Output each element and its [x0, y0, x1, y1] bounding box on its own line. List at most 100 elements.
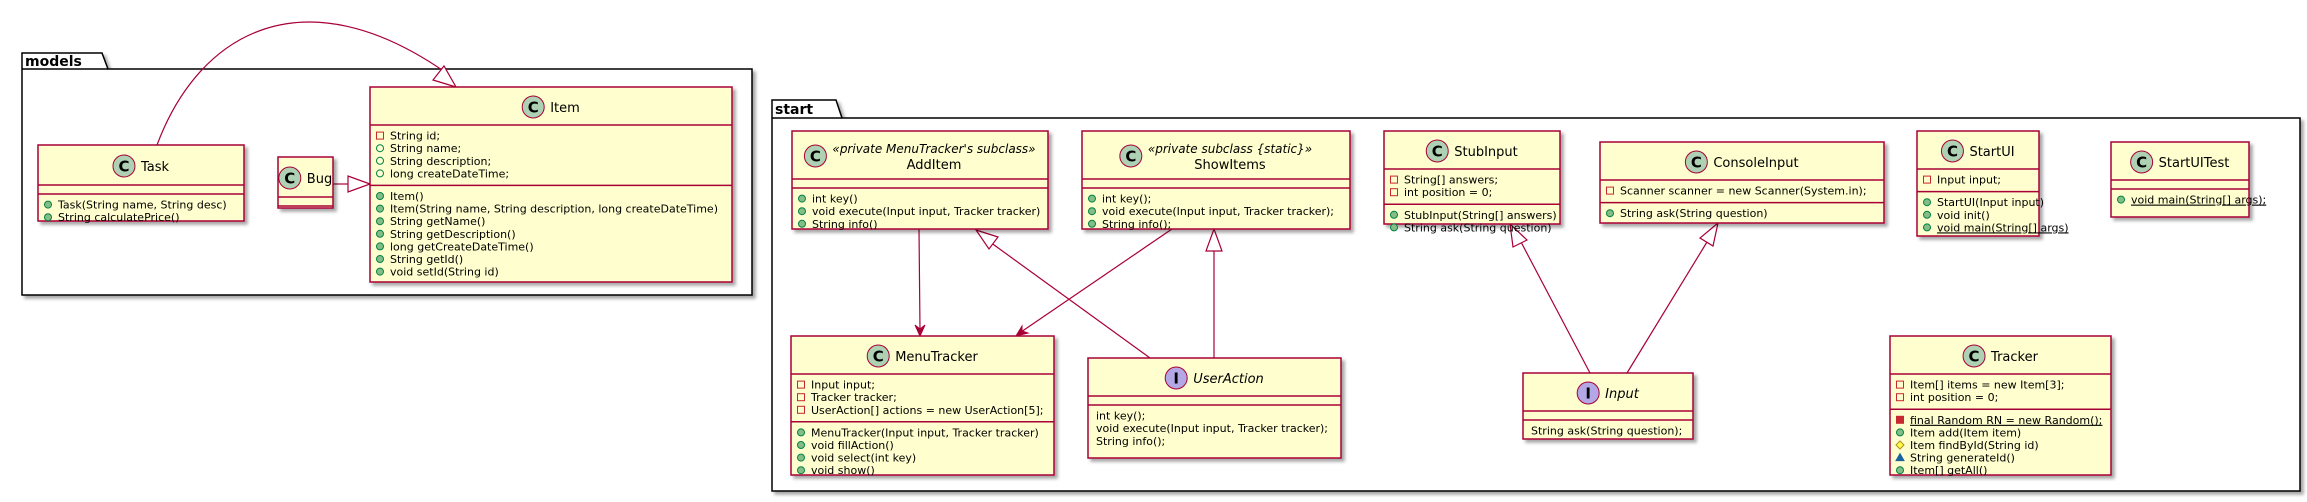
class-marker-icon: C: [1962, 344, 1986, 368]
class-method: long getCreateDateTime(): [390, 240, 534, 253]
method-visibility-icon: [797, 466, 805, 475]
package-models-label: models: [25, 54, 82, 70]
class-name-menutracker: MenuTracker: [895, 350, 978, 365]
class-field: Input input;: [1937, 174, 2001, 187]
method-visibility-icon: [1896, 466, 1904, 475]
method-visibility-icon: [376, 242, 384, 251]
class-method: void execute(Input input, Tracker tracke…: [1096, 422, 1328, 435]
class-field: Input input;: [811, 379, 875, 392]
method-visibility-icon: [1923, 198, 1931, 207]
field-visibility-icon: [1390, 188, 1398, 197]
relations: [156, 21, 1719, 374]
field-visibility-icon: [1923, 175, 1931, 184]
method-visibility-icon: [798, 207, 806, 216]
class-method: String generateId(): [1910, 452, 2015, 465]
class-name-startuitest: StartUITest: [2159, 156, 2230, 171]
class-stereotype-showitems: «private subclass {static}»: [1148, 142, 1312, 156]
field-visibility-icon: [376, 144, 384, 153]
method-visibility-icon: [1390, 210, 1398, 219]
method-visibility-icon: [1896, 415, 1904, 424]
task-extends-item-line: [156, 21, 446, 146]
class-marker-icon: C: [803, 144, 827, 168]
package-start-label: start: [775, 102, 813, 118]
class-name-bug: Bug: [307, 172, 332, 187]
class-method: Item(): [390, 190, 424, 203]
dependency-arrowhead: [914, 324, 926, 338]
class-field: Scanner scanner = new Scanner(System.in)…: [1620, 185, 1867, 198]
class-name-task: Task: [140, 160, 170, 175]
class-field: Tracker tracker;: [810, 391, 897, 404]
svg-text:C: C: [810, 148, 821, 166]
class-method: String getDescription(): [390, 228, 516, 241]
svg-text:C: C: [1432, 143, 1443, 161]
svg-text:C: C: [1691, 154, 1702, 172]
interface-marker-icon: I: [1576, 381, 1600, 405]
input-to-stubinput-line: [1520, 241, 1591, 374]
method-visibility-icon: [1088, 207, 1096, 216]
svg-text:C: C: [528, 99, 539, 117]
field-visibility-icon: [1606, 186, 1614, 195]
generalization-arrowhead: [1698, 221, 1719, 247]
class-method: Item findById(String id): [1910, 439, 2039, 452]
svg-text:I: I: [1585, 385, 1591, 403]
class-name-startui: StartUI: [1969, 145, 2014, 160]
class-name-consoleinput: ConsoleInput: [1713, 156, 1798, 171]
method-visibility-icon: [1895, 452, 1905, 462]
class-method: Item(String name, String description, lo…: [390, 203, 718, 216]
class-method: int key();: [1096, 410, 1145, 423]
generalization-arrowhead: [347, 175, 372, 193]
class-marker-icon: C: [112, 154, 136, 178]
field-visibility-icon: [376, 169, 384, 178]
method-visibility-icon: [798, 219, 806, 228]
method-visibility-icon: [44, 200, 52, 209]
class-method: int key(): [812, 193, 858, 206]
method-visibility-icon: [1088, 219, 1096, 228]
class-method: final Random RN = new Random();: [1910, 414, 2102, 427]
class-field: String name;: [390, 142, 461, 155]
generalization-arrowhead: [431, 64, 458, 89]
class-method: String calculatePrice(): [58, 211, 179, 224]
class-stereotype-additem: «private MenuTracker's subclass»: [832, 142, 1035, 156]
method-visibility-icon: [376, 229, 384, 238]
method-visibility-icon: [1923, 210, 1931, 219]
class-method: void main(String[] args);: [2131, 194, 2266, 207]
field-visibility-icon: [797, 380, 805, 389]
class-additem: AddItem«private MenuTracker's subclass»C…: [791, 130, 1049, 231]
field-visibility-icon: [376, 156, 384, 165]
class-field: int position = 0;: [1404, 186, 1492, 199]
class-method: MenuTracker(Input input, Tracker tracker…: [811, 426, 1039, 439]
field-visibility-icon: [797, 405, 805, 414]
field-visibility-icon: [376, 131, 384, 140]
method-visibility-icon: [2117, 195, 2125, 204]
class-marker-icon: C: [866, 344, 890, 368]
class-method: String info();: [1102, 218, 1171, 231]
class-method: void show(): [811, 464, 875, 477]
class-field: String[] answers;: [1404, 174, 1498, 187]
dependency-arrowhead: [1014, 324, 1030, 337]
method-visibility-icon: [44, 213, 52, 222]
field-visibility-icon: [797, 393, 805, 402]
class-method: StartUI(Input input): [1937, 196, 2044, 209]
class-marker-icon: C: [1425, 139, 1449, 163]
class-method: void select(int key): [811, 452, 916, 465]
svg-text:C: C: [873, 348, 884, 366]
method-visibility-icon: [797, 428, 805, 437]
class-bug: Bug C: [277, 156, 334, 209]
class-method: void setId(String id): [390, 266, 499, 279]
method-visibility-icon: [1923, 223, 1931, 232]
additem-to-menutracker-line: [918, 228, 921, 331]
field-visibility-icon: [1896, 393, 1904, 402]
class-method: String getId(): [390, 253, 463, 266]
class-name-showitems: ShowItems: [1194, 158, 1266, 173]
class-field: Item[] items = new Item[3];: [1910, 379, 2064, 392]
svg-text:C: C: [1125, 148, 1136, 166]
class-marker-icon: C: [278, 166, 302, 190]
